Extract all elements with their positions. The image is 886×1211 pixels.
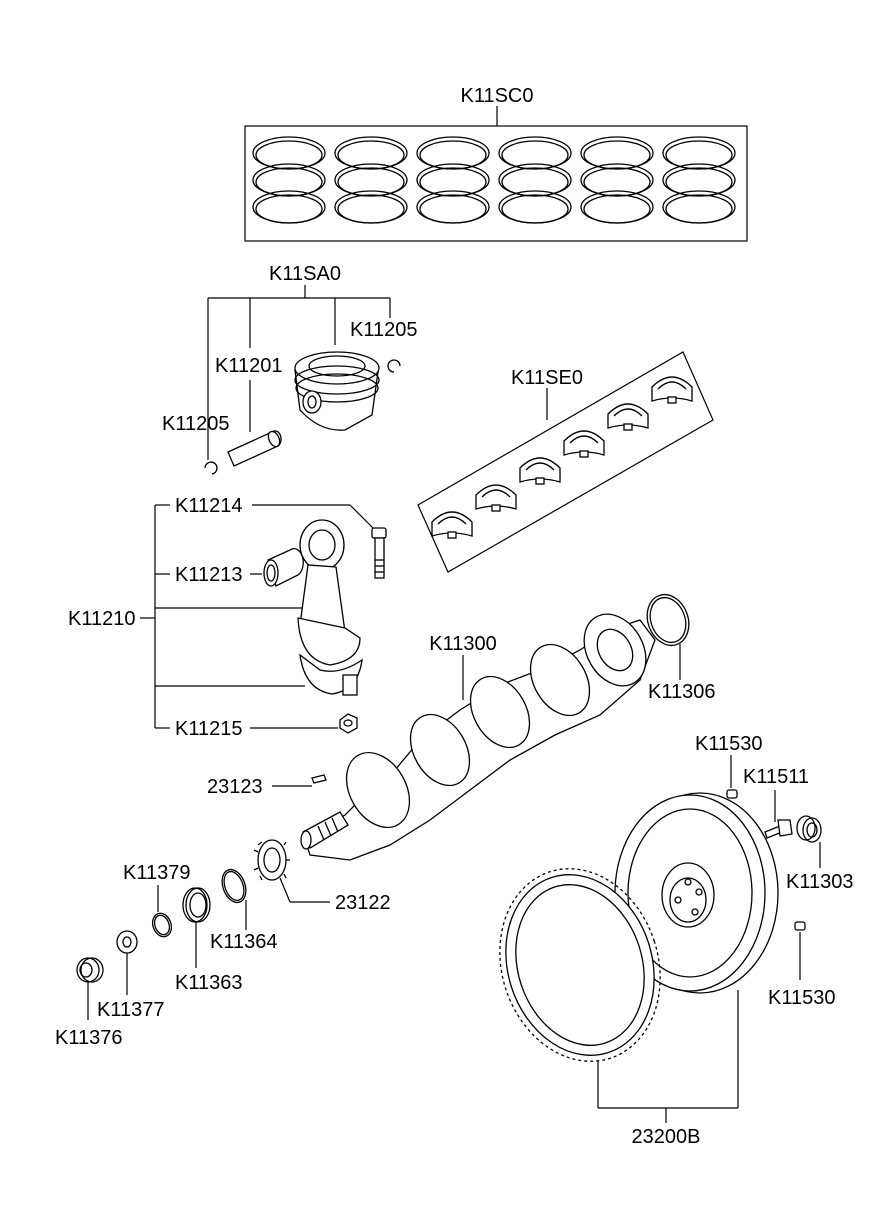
piston-ring-set [244, 106, 748, 242]
flywheel-leaders [597, 990, 739, 1123]
label-dowel-bottom: K11530 [768, 987, 835, 1009]
label-conrod-nut: K11215 [175, 718, 242, 740]
connecting-rod-icon [297, 519, 363, 696]
leader-sprocket [279, 877, 291, 903]
label-piston-ring-set: K11SC0 [460, 85, 533, 107]
piston-ring [337, 167, 405, 197]
label-crank-oring: K11306 [648, 681, 715, 703]
label-main-bearing-set: K11SE0 [511, 367, 583, 389]
ring-k11364-icon [221, 868, 247, 904]
bearing-shell [607, 403, 649, 431]
seal-k11363-icon [182, 887, 211, 923]
label-ring-k11379: K11379 [123, 862, 190, 884]
label-flywheel-assy: 23200B [632, 1126, 701, 1148]
piston-ring [665, 167, 733, 197]
label-snap-ring-left: K11205 [162, 413, 229, 435]
label-conrod-bushing: K11213 [175, 564, 242, 586]
label-washer-k11377: K11377 [97, 999, 164, 1021]
main-bearing-set [417, 351, 714, 573]
piston-ring [665, 194, 733, 224]
ring-gear-icon [499, 868, 661, 1062]
crankshaft-icon [300, 613, 656, 861]
piston-ring [665, 140, 733, 170]
label-conrod-bolt: K11214 [175, 495, 242, 517]
piston-ring [583, 194, 651, 224]
piston-ring [583, 167, 651, 197]
flywheel-icon [614, 792, 779, 994]
label-sprocket: 23122 [335, 892, 391, 914]
snap-ring-left-icon [204, 461, 218, 475]
label-pilot-bearing: K11303 [786, 871, 853, 893]
conrod-bolt-icon [371, 527, 387, 579]
piston-ring [419, 167, 487, 197]
bearing-shell [519, 457, 561, 485]
piston-pin-icon [227, 430, 282, 467]
label-flywheel-bolt: K11511 [743, 766, 809, 788]
piston-ring [255, 140, 323, 170]
dowel-bottom-icon [794, 921, 806, 931]
piston-ring [419, 140, 487, 170]
conrod-bushing-icon [263, 547, 304, 587]
conrod-leaders [140, 504, 376, 729]
label-bearing-k11376: K11376 [55, 1027, 122, 1049]
piston-assy-leaders [207, 285, 391, 460]
bearing-shell-icon [431, 376, 693, 539]
piston-ring [337, 194, 405, 224]
sprocket-icon [253, 839, 290, 881]
label-key: 23123 [207, 776, 263, 798]
bearing-shell [563, 430, 605, 458]
key-icon [311, 774, 327, 784]
bearing-shell [475, 484, 517, 512]
piston-ring-icon [252, 136, 736, 224]
bearing-shell [431, 511, 473, 539]
label-piston-assy: K11SA0 [269, 263, 341, 285]
label-conrod-assy: K11210 [68, 608, 135, 630]
bearing-shell [651, 376, 693, 404]
label-crankshaft: K11300 [429, 633, 496, 655]
piston-ring [501, 167, 569, 197]
piston-ring [255, 194, 323, 224]
piston-ring [255, 167, 323, 197]
crank-oring-icon [646, 593, 690, 680]
piston-icon [294, 351, 380, 431]
pilot-bearing-icon [796, 815, 822, 843]
bearing-k11376-icon [76, 957, 104, 983]
snap-ring-right-icon [387, 359, 401, 373]
ring-k11379-icon [151, 912, 173, 938]
piston-ring [337, 140, 405, 170]
piston-ring [583, 140, 651, 170]
flywheel-bolt-icon [764, 819, 793, 839]
label-seal-k11363: K11363 [175, 972, 242, 994]
label-ring-k11364: K11364 [210, 931, 277, 953]
label-piston-pin: K11201 [215, 355, 282, 377]
label-snap-ring-right: K11205 [350, 319, 417, 341]
piston-ring [501, 194, 569, 224]
washer-k11377-icon [116, 930, 138, 954]
dowel-top-icon [726, 789, 738, 799]
piston-ring [501, 140, 569, 170]
label-dowel-top: K11530 [695, 733, 762, 755]
conrod-nut-icon [339, 713, 358, 734]
piston-ring [419, 194, 487, 224]
